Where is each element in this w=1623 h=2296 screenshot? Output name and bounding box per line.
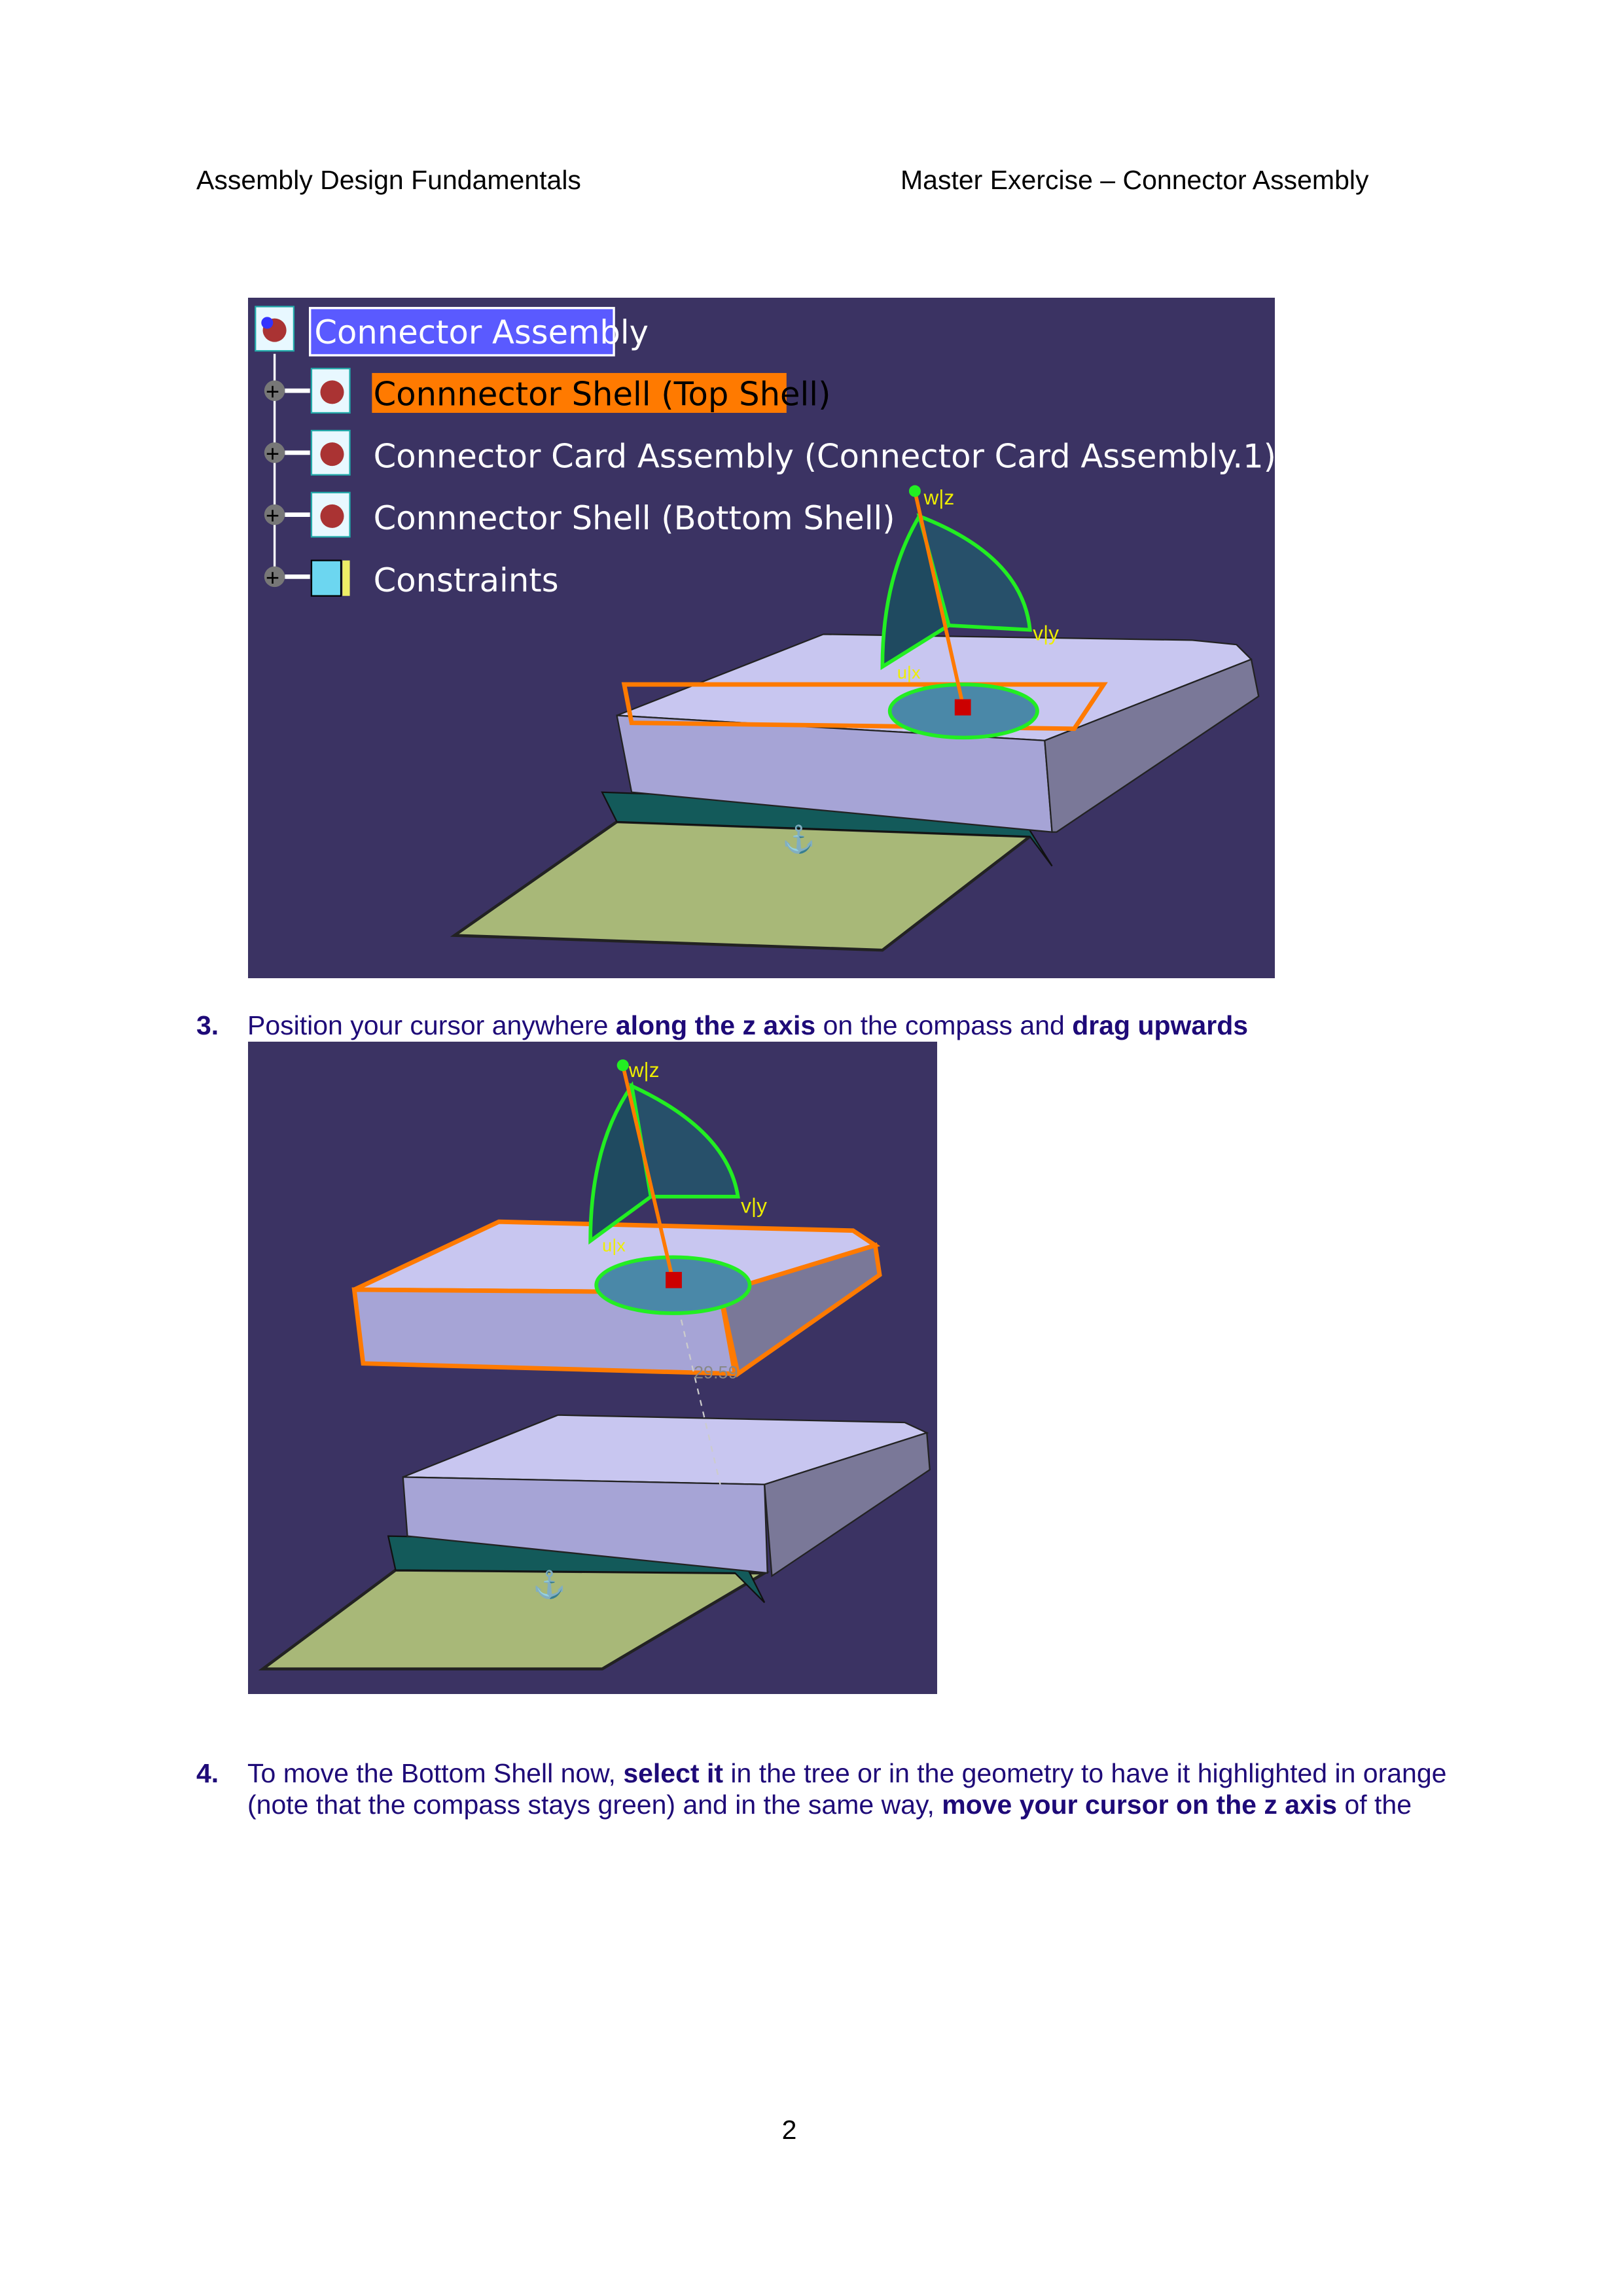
tree-item-card-assembly[interactable]: Connector Card Assembly (Connector Card … [374,437,1275,475]
svg-text:+: + [266,378,279,405]
catia-viewport-2[interactable]: 29.59 w|z v|y u|x ⚓ [248,1042,937,1694]
svg-text:+: + [266,564,279,591]
header-left: Assembly Design Fundamentals [196,165,581,195]
compass-z-label: w|z [923,486,954,509]
compass-y-label: v|y [741,1194,767,1218]
tree-expand-icon: + [264,378,285,405]
anchor-icon: ⚓ [782,824,815,854]
compass-manipulator[interactable] [880,485,1039,740]
constraints-icon [310,559,350,597]
compass-manipulator[interactable] [588,1059,752,1315]
compass-x-label: u|x [897,663,921,682]
anchor-icon: ⚓ [533,1570,566,1600]
tree-expand-icon: + [264,502,285,529]
header-right: Master Exercise – Connector Assembly [901,165,1369,195]
component-icon [310,368,351,414]
compass-z-label: w|z [628,1058,660,1082]
compass-x-label: u|x [602,1235,626,1255]
dimension-label: 29.59 [694,1362,738,1382]
svg-text:+: + [266,502,279,529]
component-icon [310,429,351,476]
tree-expand-icon: + [264,564,285,591]
tree-item-top-shell[interactable]: Connnector Shell (Top Shell) [374,376,831,414]
page-number: 2 [781,2115,797,2145]
connector-card [258,1568,770,1670]
compass-y-label: v|y [1033,621,1059,645]
tree-item-root[interactable]: Connector Assembly [314,313,649,351]
step-4: 4. To move the Bottom Shell now, select … [196,1758,1447,1820]
component-icon [310,491,351,538]
tree-item-bottom-shell[interactable]: Connnector Shell (Bottom Shell) [374,499,895,537]
svg-text:+: + [266,440,279,467]
connector-card [450,820,1035,952]
tree-expand-icon: + [264,440,285,467]
tree-icon-root [255,306,295,352]
catia-viewport-1[interactable]: Connector Assembly + Connnector Shell (T… [248,298,1275,978]
tree-item-constraints[interactable]: Constraints [374,561,559,599]
